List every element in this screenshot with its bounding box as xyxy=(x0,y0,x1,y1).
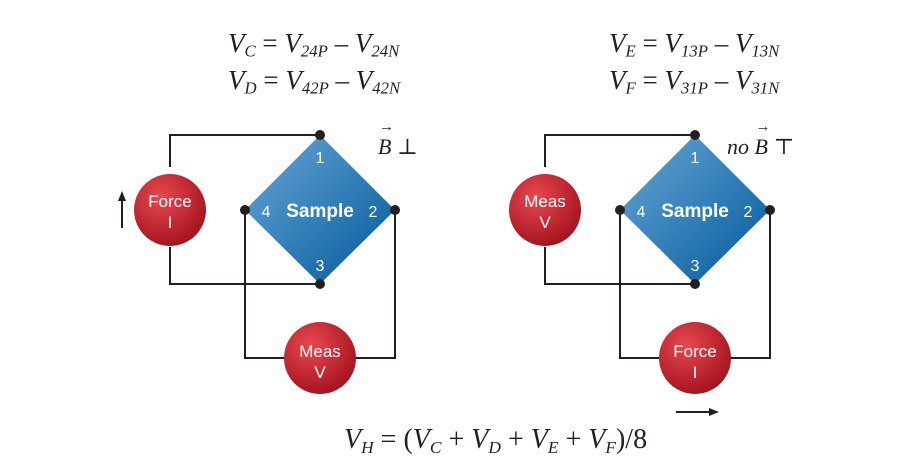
equation-vc: VC = V24P – V24N xyxy=(228,28,400,61)
left-node-2: 2 xyxy=(369,204,378,221)
right-terminal-1 xyxy=(690,130,700,140)
equation-vd: VD = V42P – V42N xyxy=(228,65,401,98)
right-terminal-4 xyxy=(615,205,625,215)
right-source-label-line2: I xyxy=(693,363,698,382)
left-wires xyxy=(169,134,396,359)
right-node-1: 1 xyxy=(691,150,700,167)
right-node-4: 4 xyxy=(637,204,646,221)
right-current-source xyxy=(659,322,731,394)
left-wire-top xyxy=(169,134,320,167)
left-node-1: 1 xyxy=(316,150,325,167)
right-sample-label: Sample xyxy=(661,201,729,222)
right-wire-bottom xyxy=(544,247,695,285)
right-terminal-3 xyxy=(690,279,700,289)
right-circuit: Sample 1 2 3 4 Meas V Force I xyxy=(509,130,775,416)
left-field-label: B ⊥ xyxy=(378,134,418,160)
left-sample-diamond xyxy=(245,135,395,284)
left-wire-meas-right xyxy=(355,210,396,359)
left-wire-meas-left xyxy=(244,210,285,359)
right-node-2: 2 xyxy=(744,204,753,221)
left-source-label-line2: I xyxy=(168,213,173,232)
right-meter-label-line2: V xyxy=(539,213,551,232)
right-node-3: 3 xyxy=(691,258,700,275)
equation-vf: VF = V31P – V31N xyxy=(609,65,780,98)
right-wire-force-left xyxy=(619,210,660,359)
right-meter-label-line1: Meas xyxy=(524,192,566,211)
left-node-4: 4 xyxy=(262,204,271,221)
left-terminal-1 xyxy=(315,130,325,140)
right-sample-diamond xyxy=(620,135,770,284)
right-wires xyxy=(544,134,771,359)
left-meter-label-line2: V xyxy=(314,363,326,382)
left-source-label-line1: Force xyxy=(148,192,191,211)
right-field-label: no B ⊤ xyxy=(727,134,794,160)
right-terminal-2 xyxy=(765,205,775,215)
left-terminal-2 xyxy=(390,205,400,215)
left-wire-bottom xyxy=(169,247,320,285)
right-source-label-line1: Force xyxy=(673,342,716,361)
left-terminal-4 xyxy=(240,205,250,215)
right-voltmeter xyxy=(509,174,581,246)
left-voltmeter xyxy=(284,322,356,394)
left-circuit: Sample 1 2 3 4 Force I Meas V xyxy=(118,130,400,394)
equation-ve: VE = V13P – V13N xyxy=(609,28,780,61)
equation-hall-voltage: VH = (VC + VD + VE + VF)/8 xyxy=(344,424,648,457)
right-wire-force-right xyxy=(730,210,771,359)
left-sample-label: Sample xyxy=(286,201,354,222)
left-meter-label-line1: Meas xyxy=(299,342,341,361)
left-node-3: 3 xyxy=(316,258,325,275)
left-current-source xyxy=(134,174,206,246)
left-terminal-3 xyxy=(315,279,325,289)
right-wire-top xyxy=(544,134,695,167)
